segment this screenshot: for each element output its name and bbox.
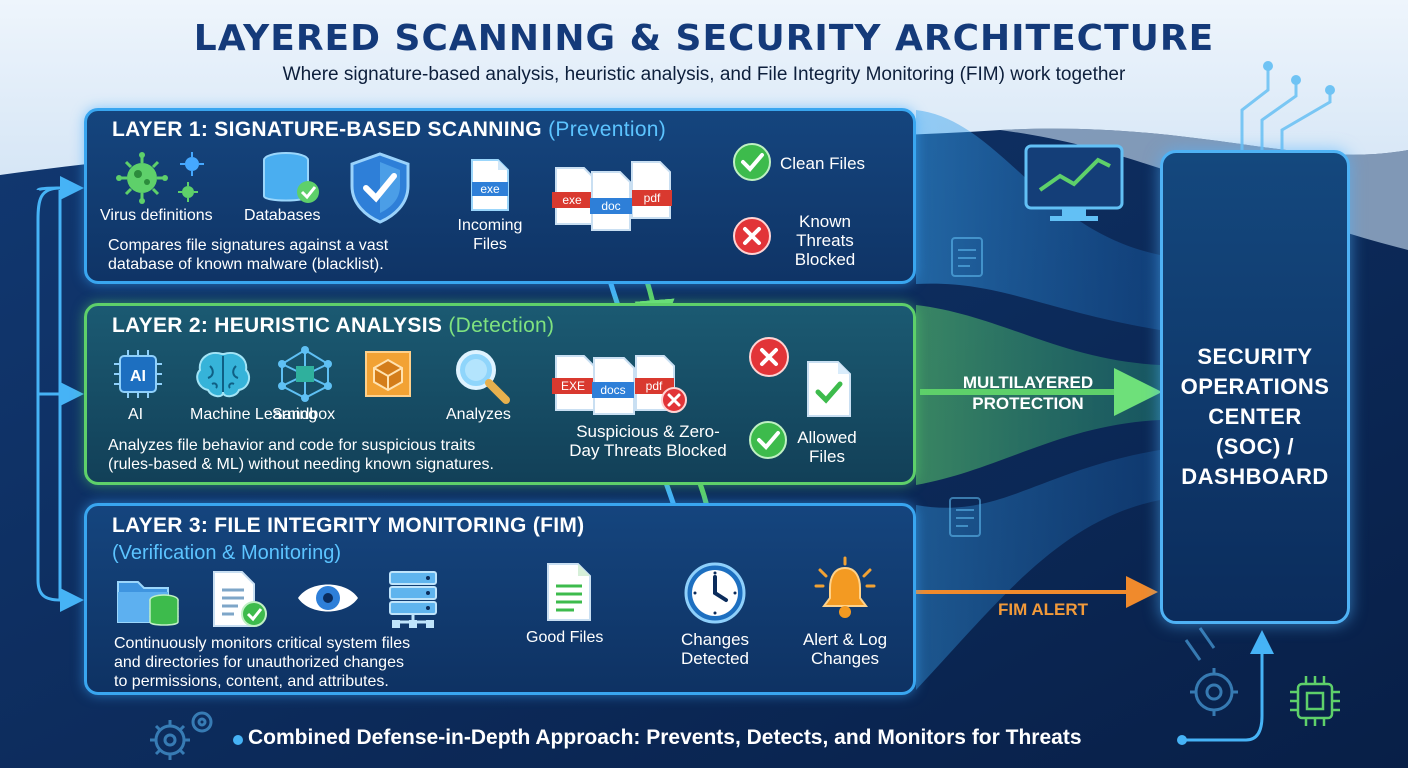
soc-label: SECURITY OPERATIONS CENTER (SOC) / DASHB… [1180,344,1330,489]
eye-icon [298,584,358,612]
pdf-tag-1: pdf [644,191,661,205]
clean-files-label: Clean Files [780,154,866,173]
page-subtitle: Where signature-based analysis, heuristi… [282,64,1126,85]
shield-check-icon [350,152,410,224]
ai-label: AI [128,406,144,423]
clock-icon [684,562,746,624]
ai-chip-text: AI [130,368,146,385]
analyzes-label: Analyzes [446,406,511,423]
fim-alert-label: FIM ALERT [998,600,1089,619]
circuit-lines [1240,70,1332,150]
alert-bell-icon [814,556,876,618]
soc-panel [1160,150,1350,624]
checklist-file-icon [213,571,267,627]
blocked-x-icon [733,217,771,255]
server-network-icon [389,571,437,628]
layer1-tag: (Prevention) [548,118,667,141]
layer1-description: Compares file signatures against a vast … [108,237,389,273]
gear-icons-right [1184,627,1238,716]
databases-label: Databases [244,207,321,224]
layer2-title: LAYER 2: HEURISTIC ANALYSIS (Detection) [112,314,555,337]
layer2-tag: (Detection) [448,314,555,337]
exe-tag-3: EXE [561,379,585,393]
virus-definitions-label: Virus definitions [100,207,213,224]
database-icon [263,152,319,203]
pdf-tag-2: pdf [646,379,663,393]
exe-file-icon: exe [471,159,509,211]
allowed-file-icon [807,361,851,417]
footer-caption: Combined Defense-in-Depth Approach: Prev… [248,726,1082,749]
zero-day-blocked-label: Suspicious & Zero-Day Threats Blocked [569,422,727,460]
layer1-title: LAYER 1: SIGNATURE-BASED SCANNING (Preve… [112,118,667,141]
chip-icon [1290,676,1340,726]
check-circle-icon-2 [749,421,787,459]
virus-icon [116,152,204,204]
doc-tag-1: doc [601,199,620,213]
magnifier-icon [456,350,510,404]
sandbox-label: Sandbox [272,406,336,423]
brain-icon [196,352,251,398]
blocked-x-icon-2 [749,337,789,377]
layer3-title: LAYER 3: FILE INTEGRITY MONITORING (FIM) [112,514,585,537]
good-files-label: Good Files [526,629,604,646]
layer3-description: Continuously monitors critical system fi… [114,635,411,690]
exe-tag-1: exe [480,182,500,196]
folder-database-icon [117,581,179,626]
check-circle-icon [733,143,771,181]
monitor-chart-icon [1024,144,1124,221]
sandbox-box-icon [365,351,411,397]
file-stack-layer2: EXE pdf docs [552,355,687,415]
docs-tag: docs [600,383,625,397]
ai-chip-icon: AI [114,350,162,398]
file-stack-layer1: exe pdf doc [552,161,672,231]
beam-layer3 [916,450,1160,690]
page-title: LAYERED SCANNING & SECURITY ARCHITECTURE [193,18,1215,59]
layer2-description: Analyzes file behavior and code for susp… [108,437,494,473]
layer3-tag: (Verification & Monitoring) [112,542,341,564]
exe-tag-2: exe [562,193,582,207]
gear-icons-left [150,711,213,760]
network-node-icon [278,346,332,402]
good-file-icon [547,563,591,621]
machine-learning-label: Machine Learning [190,406,318,423]
